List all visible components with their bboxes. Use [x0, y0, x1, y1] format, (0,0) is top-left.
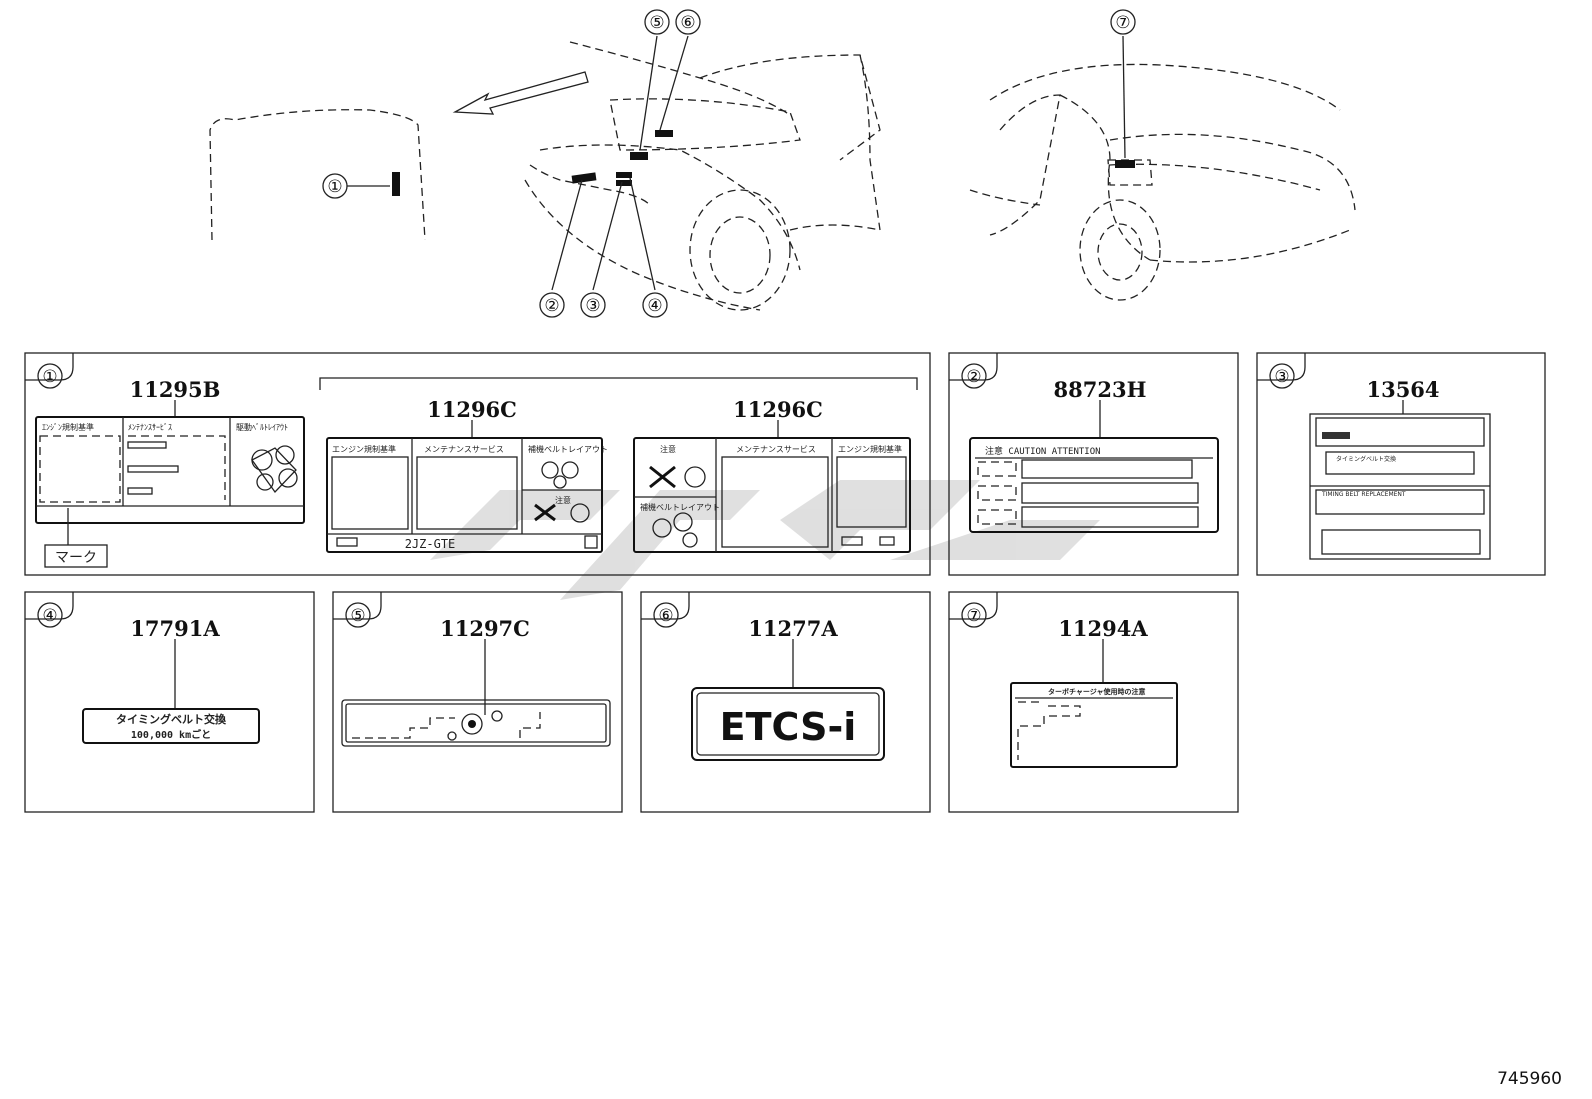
label-11295B: ｴﾝｼﾞﾝ規制基準 ﾒﾝﾃﾅﾝｽｻｰﾋﾞｽ 駆動ﾍﾞﾙﾄﾚｲｱｳﾄ [35, 416, 305, 524]
svg-text:①: ① [327, 177, 342, 197]
svg-text:④: ④ [647, 296, 662, 316]
panel-2: ② 88723H 注意 CAUTION ATTENTION [948, 352, 1239, 576]
svg-text:注意 CAUTION ATTENTION: 注意 CAUTION ATTENTION [985, 445, 1101, 457]
label-11277A: ETCS-i [691, 687, 885, 761]
part-number-17791A: 17791A [130, 616, 220, 641]
svg-text:①: ① [42, 367, 57, 387]
svg-text:⑤: ⑤ [350, 606, 365, 626]
svg-text:補機ベルトレイアウト: 補機ベルトレイアウト [640, 502, 720, 512]
svg-text:⑤: ⑤ [649, 13, 664, 33]
svg-text:ターボチャージャ使用時の注意: ターボチャージャ使用時の注意 [1048, 687, 1145, 696]
svg-text:②: ② [966, 367, 981, 387]
part-number-11277A: 11277A [748, 616, 838, 641]
svg-text:注意: 注意 [555, 495, 571, 505]
svg-text:④: ④ [42, 606, 57, 626]
label-17791A: タイミングベルト交換 100,000 kmごと [82, 708, 260, 744]
svg-text:注意: 注意 [660, 444, 676, 454]
part-number-13564: 13564 [1366, 377, 1439, 402]
part-number-11295B: 11295B [130, 377, 221, 402]
svg-text:⑥: ⑥ [680, 13, 695, 33]
label-11296C-a: エンジン規制基準 メンテナンスサービス 補機ベルトレイアウト 注意 2JZ-GT… [326, 437, 608, 553]
svg-text:タイミングベルト交換: タイミングベルト交換 [116, 712, 227, 726]
svg-text:⑥: ⑥ [658, 606, 673, 626]
label-88723H: 注意 CAUTION ATTENTION [969, 437, 1219, 533]
callout-4-top: ④ [642, 292, 668, 318]
callout-3-top: ③ [580, 292, 606, 318]
rear-car-illustration [969, 35, 1356, 301]
svg-text:補機ベルトレイアウト: 補機ベルトレイアウト [528, 444, 608, 454]
svg-text:③: ③ [585, 296, 600, 316]
direction-arrow [452, 71, 589, 115]
hood-underside-illustration [209, 109, 426, 241]
label-11294A: ターボチャージャ使用時の注意 [1010, 682, 1178, 768]
svg-text:メンテナンスサービス: メンテナンスサービス [736, 445, 816, 454]
svg-text:ｴﾝｼﾞﾝ規制基準: ｴﾝｼﾞﾝ規制基準 [42, 422, 94, 432]
callout-7-top: ⑦ [1110, 9, 1136, 35]
svg-text:2JZ-GTE: 2JZ-GTE [405, 537, 456, 551]
part-number-11294A: 11294A [1058, 616, 1148, 641]
panel-3: ③ 13564 タイミングベルト交換 TIMING BELT REPLACEME… [1256, 352, 1546, 576]
label-11297C [341, 699, 611, 747]
diagram-reference-number: 745960 [1497, 1069, 1562, 1089]
callout-5-top: ⑤ [644, 9, 670, 35]
svg-text:ﾒﾝﾃﾅﾝｽｻｰﾋﾞｽ: ﾒﾝﾃﾅﾝｽｻｰﾋﾞｽ [128, 423, 172, 432]
part-number-11296C-a: 11296C [427, 397, 517, 422]
svg-text:エンジン規制基準: エンジン規制基準 [332, 444, 396, 454]
panel-5: ⑤ 11297C [332, 591, 623, 813]
part-number-88723H: 88723H [1054, 377, 1147, 402]
panel-4: ④ 17791A タイミングベルト交換 100,000 kmごと [24, 591, 315, 813]
svg-text:TIMING BELT REPLACEMENT: TIMING BELT REPLACEMENT [1321, 491, 1406, 498]
svg-text:⑦: ⑦ [966, 606, 981, 626]
svg-text:②: ② [544, 296, 559, 316]
panel-6: ⑥ 11277A ETCS-i [640, 591, 931, 813]
panel-1: ① 11295B ｴﾝｼﾞﾝ規制基準 ﾒﾝﾃﾅﾝｽｻｰﾋﾞｽ 駆動ﾍﾞﾙﾄﾚｲｱ… [24, 352, 931, 576]
callout-6-top: ⑥ [675, 9, 701, 35]
front-car-illustration [524, 35, 881, 311]
etcs-badge-text: ETCS-i [720, 705, 857, 749]
part-number-11297C: 11297C [440, 616, 530, 641]
svg-text:③: ③ [1274, 367, 1289, 387]
part-number-11296C-b: 11296C [733, 397, 823, 422]
panel-7: ⑦ 11294A ターボチャージャ使用時の注意 [948, 591, 1239, 813]
svg-text:タイミングベルト交換: タイミングベルト交換 [1336, 455, 1396, 463]
mark-label: マーク [55, 550, 97, 566]
svg-text:⑦: ⑦ [1115, 13, 1130, 33]
svg-text:駆動ﾍﾞﾙﾄﾚｲｱｳﾄ: 駆動ﾍﾞﾙﾄﾚｲｱｳﾄ [236, 423, 288, 432]
svg-text:エンジン規制基準: エンジン規制基準 [838, 444, 902, 454]
watermark-logo [430, 480, 1100, 600]
callout-2-top: ② [539, 292, 565, 318]
svg-text:100,000 kmごと: 100,000 kmごと [131, 728, 211, 741]
label-13564: タイミングベルト交換 TIMING BELT REPLACEMENT [1309, 413, 1491, 560]
callout-1-top: ① [322, 173, 348, 199]
svg-text:メンテナンスサービス: メンテナンスサービス [424, 445, 504, 454]
label-11296C-b: 注意 メンテナンスサービス エンジン規制基準 補機ベルトレイアウト [633, 437, 911, 553]
